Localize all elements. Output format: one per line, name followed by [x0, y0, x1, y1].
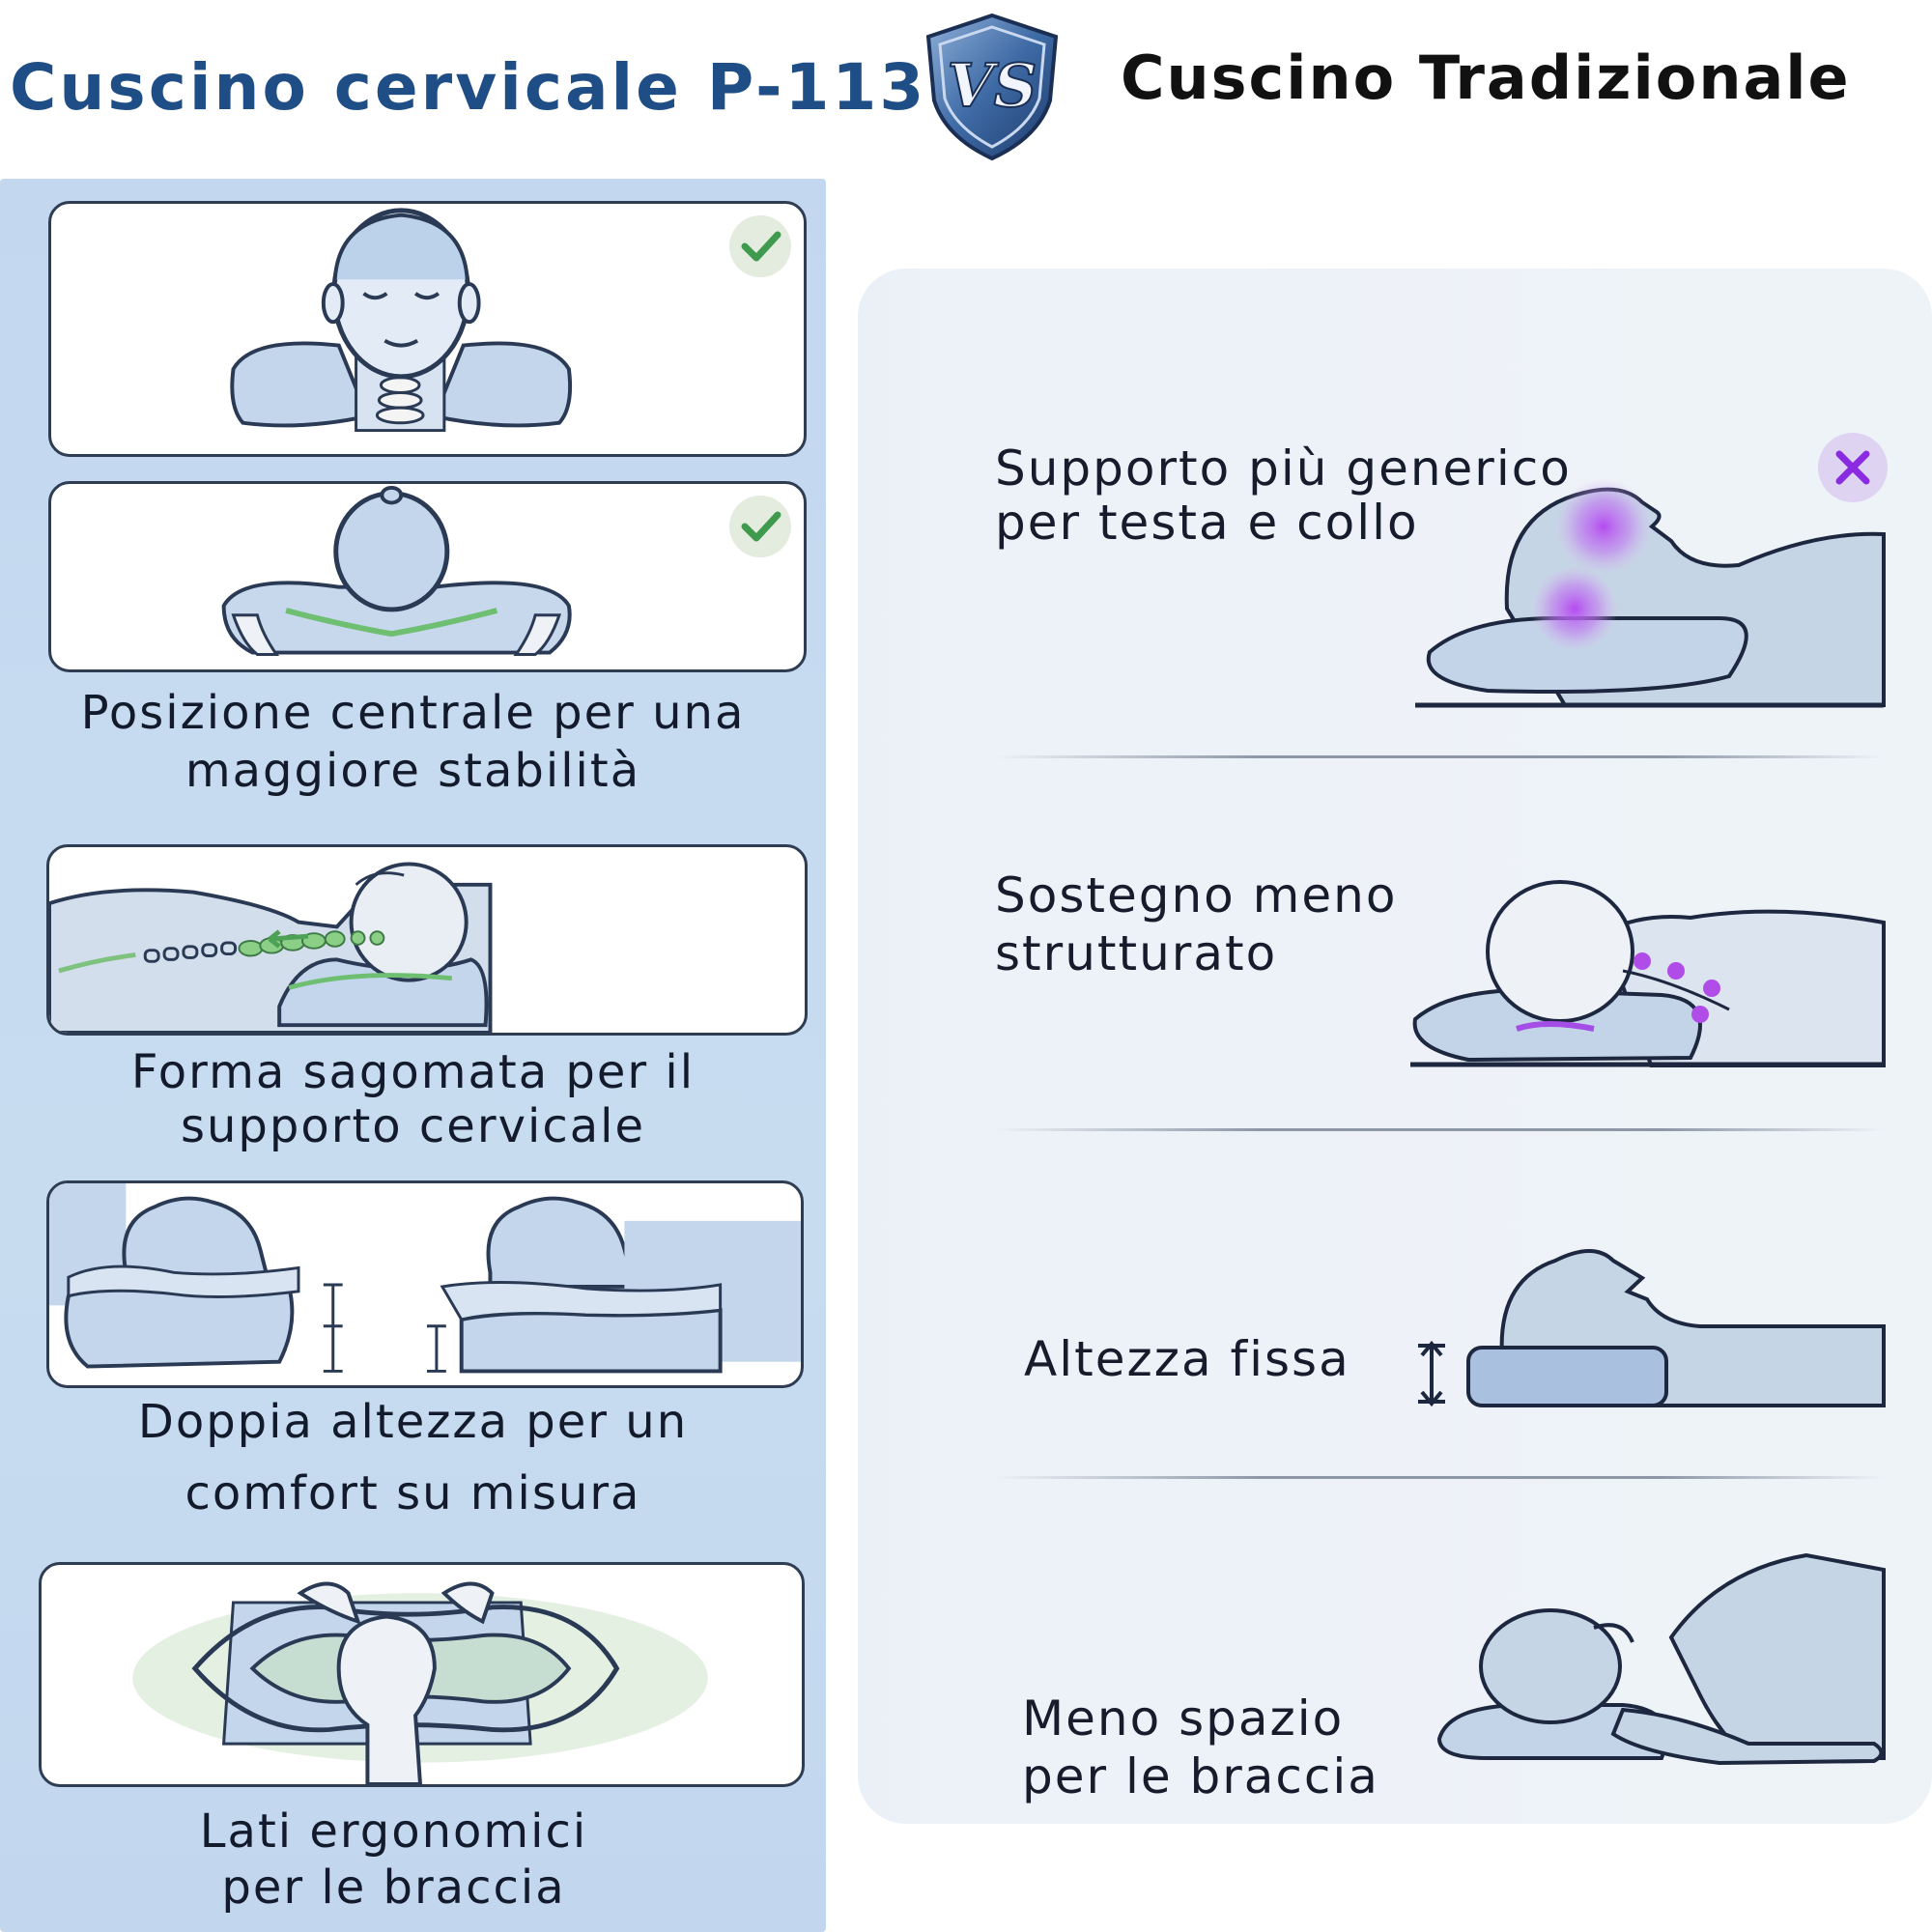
right-item-1-line1: Supporto più generico: [995, 440, 1572, 497]
illustration-less-structured: [1410, 874, 1893, 1069]
card-head-back: [48, 481, 807, 672]
divider: [995, 755, 1884, 758]
illustration-fixed-height: [1410, 1222, 1893, 1415]
card-side-profile: [46, 844, 808, 1036]
divider: [995, 1476, 1884, 1479]
right-item-4-line1: Meno spazio: [1022, 1690, 1345, 1747]
caption-shaped-form-1: Forma sagomata per il: [130, 1045, 696, 1099]
right-item-3-line1: Altezza fissa: [1024, 1331, 1350, 1387]
caption-shaped-form-2: supporto cervicale: [181, 1099, 645, 1153]
illustration-less-arm-space: [1430, 1550, 1893, 1768]
caption-double-height-1: Doppia altezza per un: [137, 1395, 689, 1449]
card-head-front: [48, 201, 807, 457]
caption-center-position-1: Posizione centrale per una: [80, 686, 746, 740]
card-double-height: [46, 1180, 804, 1388]
divider: [995, 1128, 1884, 1131]
right-item-2-line2: strutturato: [995, 925, 1278, 981]
vs-shield-icon: VS: [923, 12, 1063, 161]
check-icon: [729, 215, 791, 277]
right-item-4-line2: per le braccia: [1022, 1748, 1379, 1804]
illustration-generic-support: [1410, 473, 1893, 710]
check-icon: [729, 496, 791, 557]
vs-label: VS: [948, 50, 1037, 121]
right-item-2-line1: Sostegno meno: [995, 867, 1398, 923]
card-ergonomic-arms: [39, 1562, 805, 1787]
caption-double-height-2: comfort su misura: [185, 1466, 641, 1520]
caption-ergonomic-arms-1: Lati ergonomici: [199, 1804, 588, 1859]
left-title: Cuscino cervicale P-113: [10, 50, 927, 125]
cross-icon: [1818, 433, 1888, 502]
caption-center-position-2: maggiore stabilità: [185, 744, 641, 798]
caption-ergonomic-arms-2: per le braccia: [221, 1861, 566, 1915]
right-item-1-line2: per testa e collo: [995, 495, 1419, 551]
right-title: Cuscino Tradizionale: [1121, 43, 1851, 113]
